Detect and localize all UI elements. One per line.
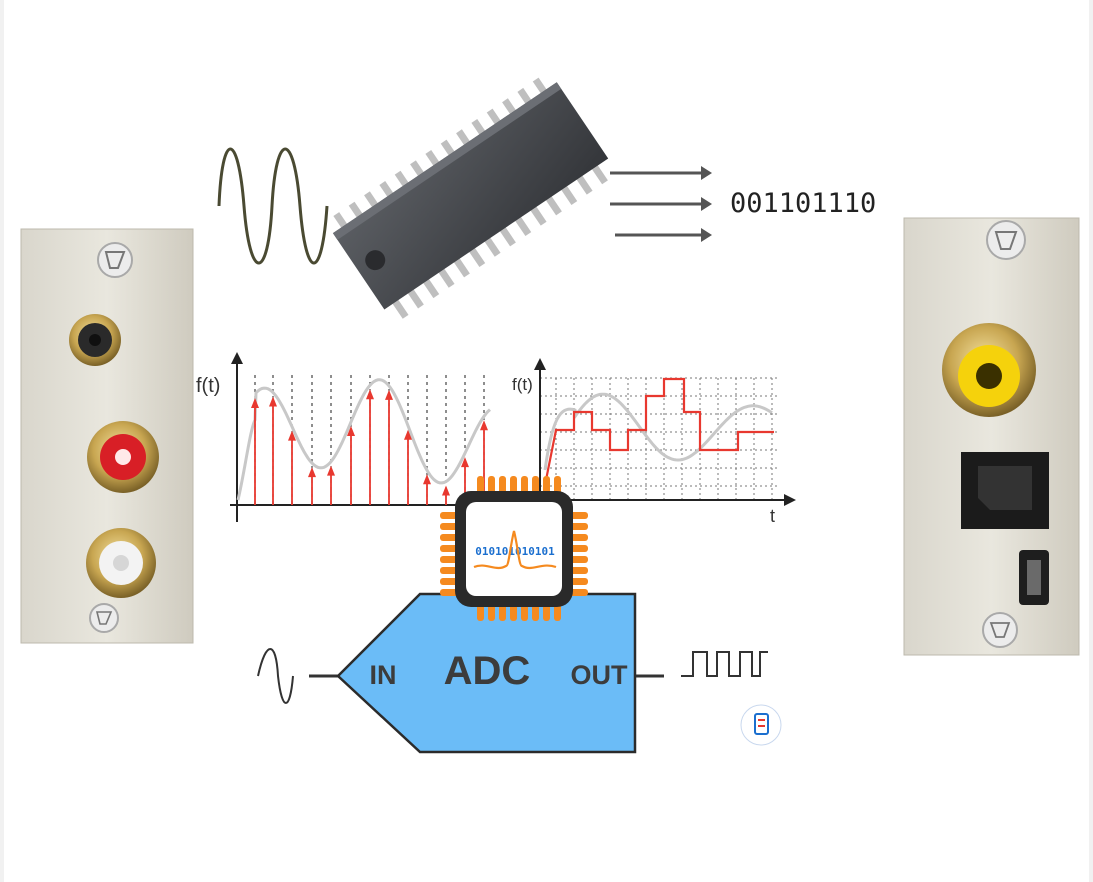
adc-title: ADC: [444, 649, 531, 693]
dip-pin: [517, 87, 533, 106]
quantized-chart: f(t) t: [512, 358, 796, 526]
dip-pin: [379, 181, 395, 199]
sample-stem-arrow: [423, 474, 431, 485]
dip-pin: [425, 150, 441, 168]
watermark-logo-icon: [740, 704, 782, 746]
chip-icon-bits: 010101010101: [475, 545, 555, 558]
sample-stem-arrow: [251, 397, 259, 408]
sample-stem-arrow: [404, 429, 412, 440]
adc-input-label: IN: [370, 660, 397, 690]
rca-jack-white: [86, 528, 156, 598]
output-arrows: [610, 166, 712, 242]
panel-logo-icon: [986, 220, 1026, 260]
quantized-analog-curve: [543, 392, 773, 471]
dip-pin: [529, 205, 547, 226]
dip-pin: [452, 256, 470, 278]
dip-pin: [514, 215, 532, 237]
dip-pin: [483, 236, 501, 257]
left-av-panel: [20, 228, 194, 644]
sample-stem-arrow: [461, 457, 469, 468]
dip-pin: [544, 194, 562, 216]
dip-pin: [440, 139, 456, 157]
audio-jack-black: [69, 314, 121, 366]
sample-stem-arrow: [347, 425, 355, 436]
sample-stem-arrow: [288, 430, 296, 441]
sample-stem-arrow: [442, 485, 450, 496]
dip-pin: [410, 160, 425, 178]
dip-pin: [456, 129, 471, 147]
dip-pin: [560, 184, 578, 205]
rca-jack-yellow: [942, 323, 1036, 417]
dip-pin: [532, 77, 548, 95]
sampling-analog-curve: [236, 378, 492, 501]
dip-pin: [575, 174, 593, 195]
panel-logo-icon: [97, 242, 133, 278]
quantized-y-axis-label: f(t): [512, 375, 533, 394]
dip-pin: [422, 277, 440, 299]
dip-pin: [406, 287, 424, 309]
adc-output-label: OUT: [571, 660, 629, 690]
sample-stem-arrow: [269, 396, 277, 407]
adc-ic-chip-photo: [332, 77, 609, 319]
quantized-x-axis-label: t: [770, 506, 775, 526]
dip-pin: [486, 108, 502, 126]
dip-pin: [348, 201, 364, 219]
sampling-chart: f(t): [196, 352, 500, 522]
optical-port: [961, 452, 1049, 529]
dip-pin: [364, 191, 379, 209]
adc-block: ADC IN OUT: [257, 592, 768, 754]
panel-logo-icon: [982, 612, 1018, 648]
dip-pin: [498, 225, 516, 247]
dip-pin: [590, 163, 608, 185]
dip-pin: [471, 118, 487, 137]
dip-pin: [333, 212, 349, 230]
sample-stem-arrow: [308, 467, 316, 478]
dip-pin: [394, 170, 410, 188]
chip-icon-pulse: [473, 530, 557, 570]
sample-stem-arrow: [327, 465, 335, 476]
binary-output-label: 001101110: [730, 188, 876, 219]
dip-pin: [468, 246, 486, 268]
dip-pin: [391, 298, 409, 319]
panel-logo-icon: [89, 603, 119, 633]
dip-pin: [502, 98, 517, 116]
chip-icon: 010101010101: [440, 476, 588, 621]
analog-sine-wave: [217, 147, 329, 265]
sample-stem-arrow: [385, 389, 393, 400]
right-av-panel: [903, 217, 1080, 656]
input-sine-symbol: [257, 648, 294, 704]
usb-port: [1019, 550, 1049, 605]
sample-stem-arrow: [366, 389, 374, 400]
adc-block-body: [336, 592, 637, 754]
sample-stem-arrow: [480, 420, 488, 431]
sampling-y-axis-label: f(t): [196, 375, 220, 397]
digital-pulse-symbol: [681, 651, 768, 677]
quantized-step-signal: [543, 377, 774, 486]
rca-jack-red: [87, 421, 159, 493]
dip-pin: [437, 267, 455, 288]
